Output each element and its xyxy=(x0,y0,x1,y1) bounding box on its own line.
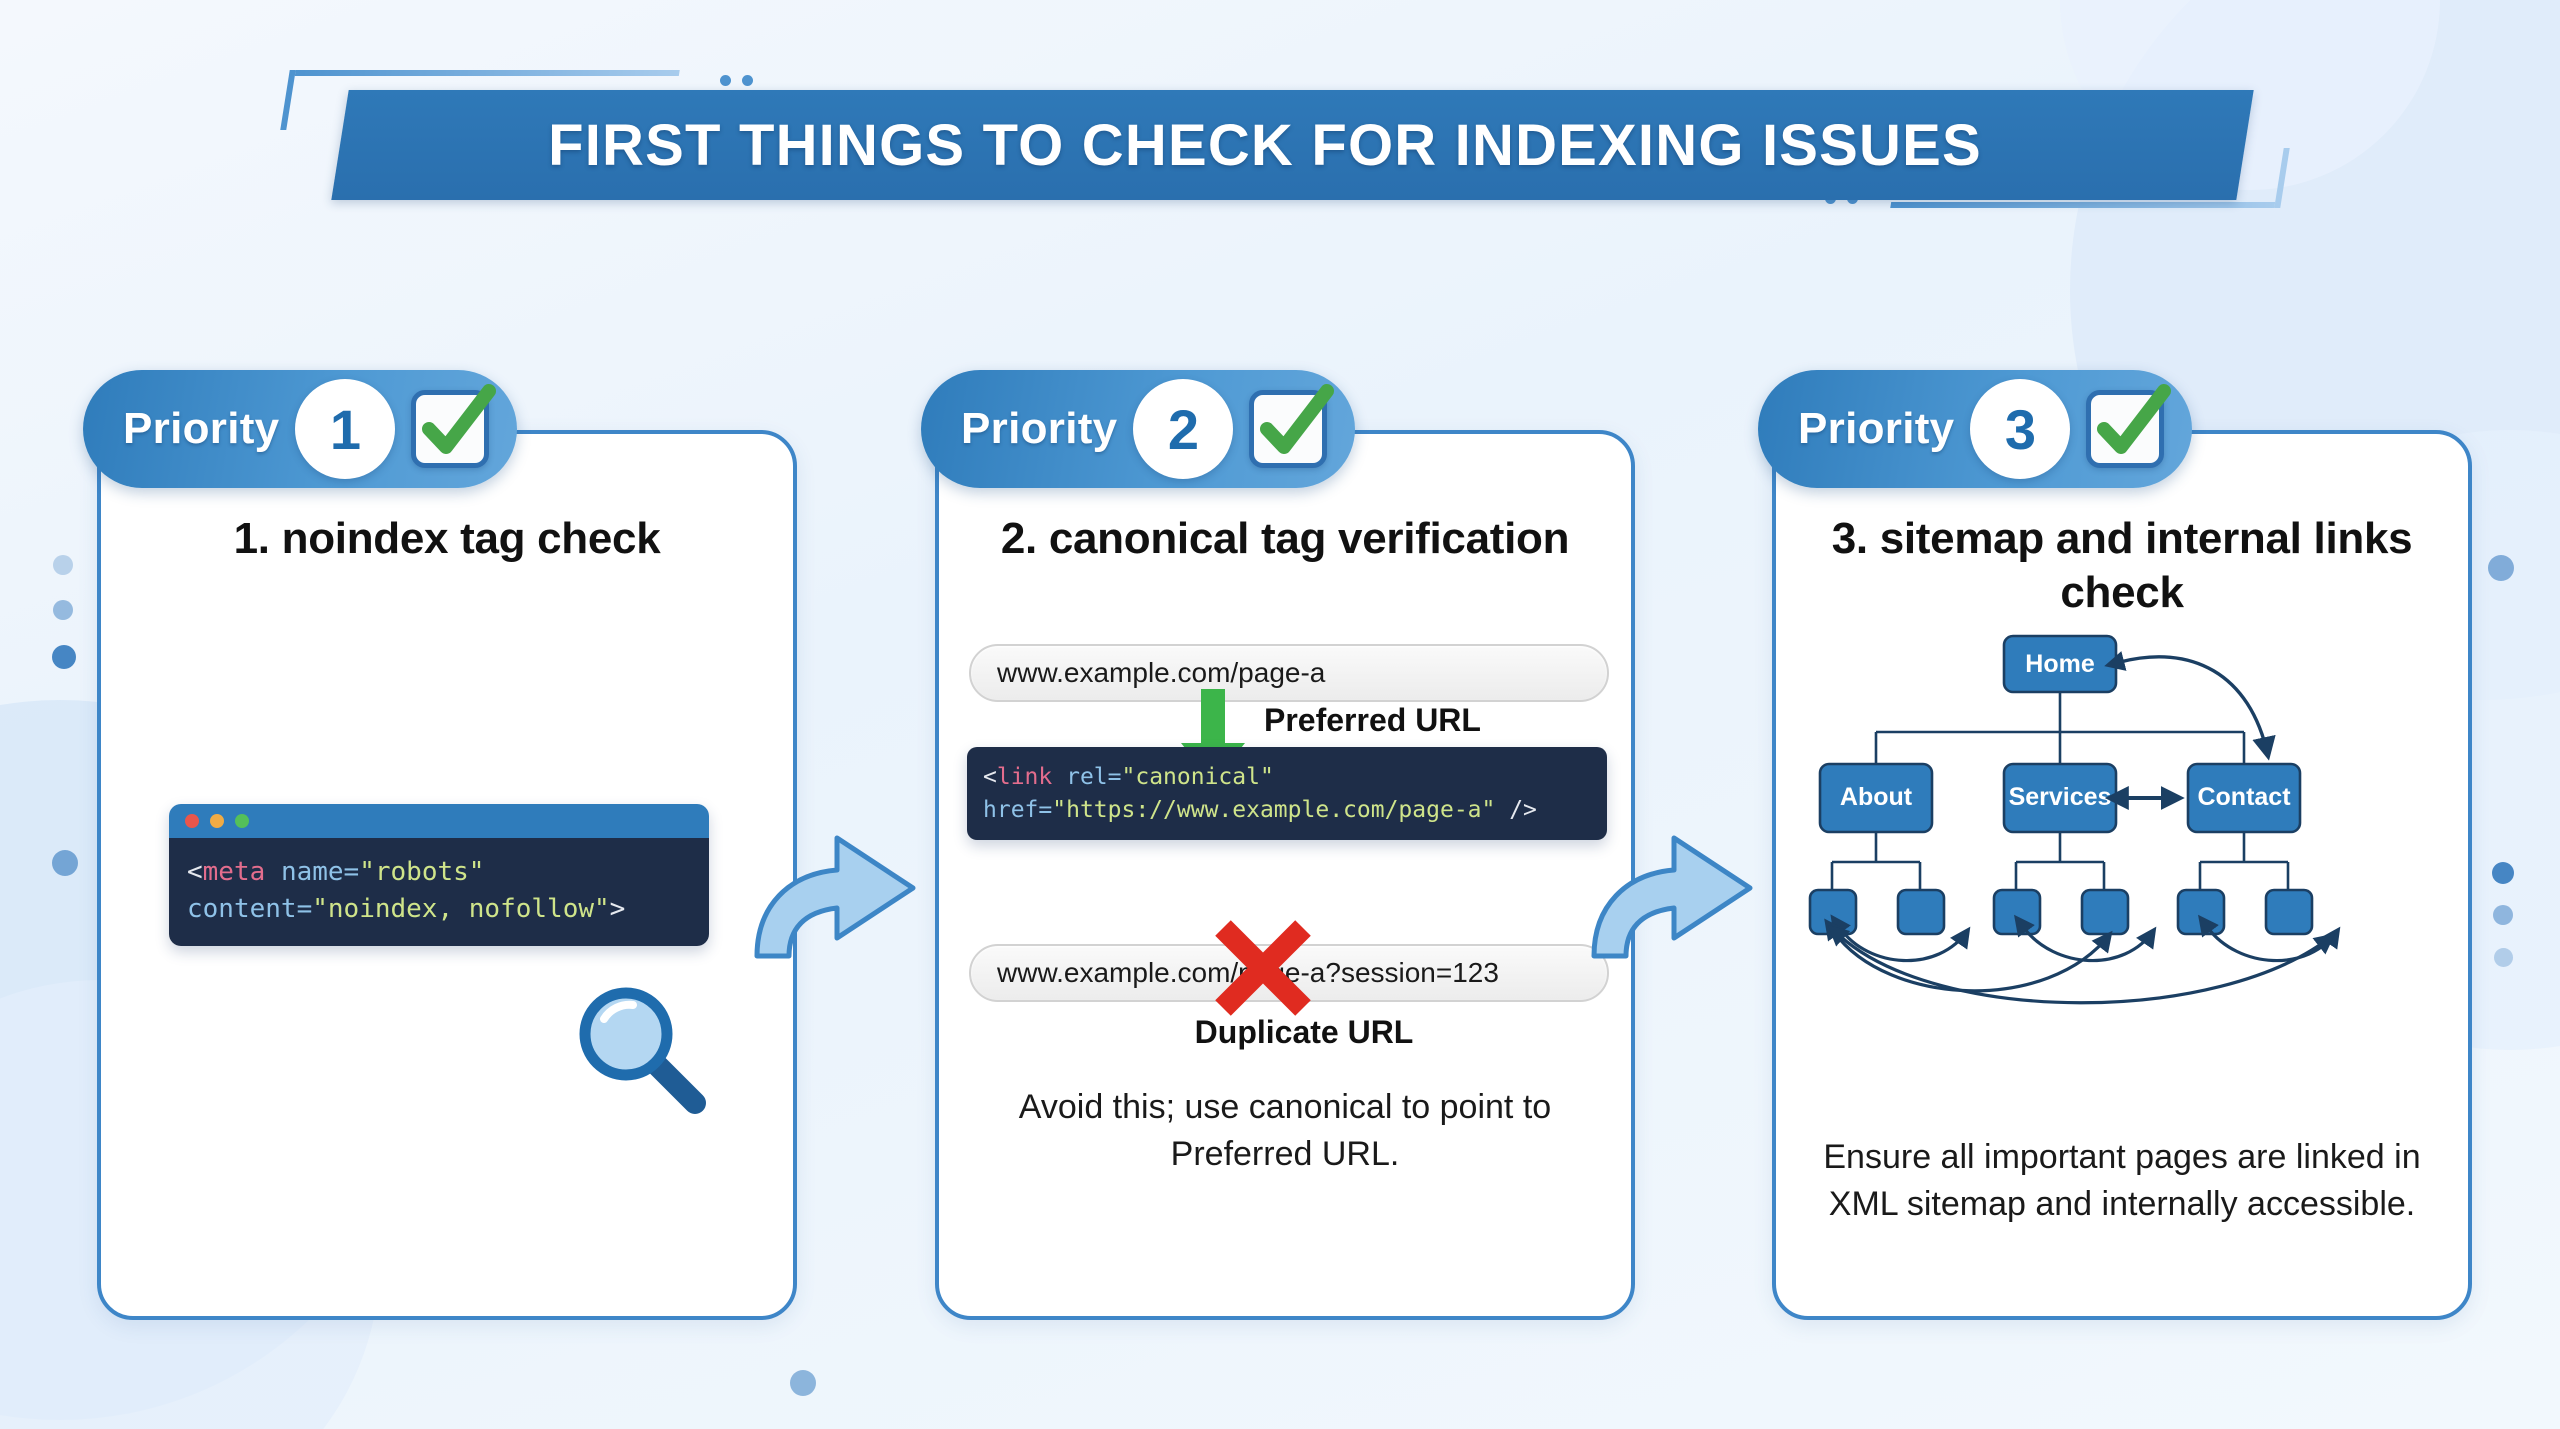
code-line-2: content="noindex, nofollow"> xyxy=(187,891,691,928)
priority-badge-1: Priority 1 xyxy=(83,370,518,488)
duplicate-url-label: Duplicate URL xyxy=(1194,1014,1414,1050)
window-close-dot[interactable] xyxy=(185,814,199,828)
code-attribute: rel= xyxy=(1066,764,1122,790)
priority-number: 1 xyxy=(295,379,396,479)
code-tag-name: meta xyxy=(202,857,266,887)
code-open-bracket: < xyxy=(187,857,203,887)
card-canonical-verification: Priority 2 2. canonical tag verification… xyxy=(921,370,1635,1320)
sitemap-node-contact: Contact xyxy=(2197,783,2291,811)
decor-dot xyxy=(2493,905,2513,925)
sitemap-leaf-links xyxy=(1798,914,2448,1029)
code-value: "robots" xyxy=(359,857,485,887)
code-attribute: href= xyxy=(983,796,1053,823)
code-line-1: <meta name="robots" xyxy=(187,854,691,891)
priority-badge-3: Priority 3 xyxy=(1758,370,2193,488)
header-decor-dot xyxy=(720,75,731,86)
red-x-icon xyxy=(1209,914,1317,1027)
sitemap-link-contact-home xyxy=(2104,651,2276,761)
code-attribute: name= xyxy=(280,857,360,887)
code-tag-name: link xyxy=(996,764,1053,790)
sitemap-node-about: About xyxy=(1840,783,1913,811)
code-open-bracket: < xyxy=(983,764,997,790)
card-noindex-check: Priority 1 1. noindex tag check <meta na… xyxy=(83,370,797,1320)
decor-dot xyxy=(52,850,78,876)
code-window-canonical: <link rel="canonical" href="https://www.… xyxy=(967,747,1607,841)
header-decor-dot xyxy=(742,75,753,86)
decor-dot xyxy=(53,600,73,620)
page-title: FIRST THINGS TO CHECK FOR INDEXING ISSUE… xyxy=(548,112,1982,178)
check-square-icon xyxy=(1249,384,1335,468)
priority-number: 3 xyxy=(1970,379,2071,479)
window-maximize-dot[interactable] xyxy=(235,814,249,828)
code-attribute: content= xyxy=(187,893,313,924)
sitemap-node-home: Home xyxy=(2025,650,2095,678)
code-window-titlebar xyxy=(169,804,709,838)
code-close-tag: /> xyxy=(1495,796,1537,823)
arrow-card2-to-card3 xyxy=(1582,820,1762,970)
preferred-url-field[interactable]: www.example.com/page-a xyxy=(969,644,1609,702)
card-title: 2. canonical tag verification xyxy=(1000,514,1570,563)
priority-number: 2 xyxy=(1133,379,1234,479)
card-sitemap-links-check: Priority 3 3. sitemap and internal links… xyxy=(1758,370,2472,1320)
card-title: 3. sitemap and internal links check xyxy=(1831,514,2413,617)
code-line-1: <link rel="canonical" xyxy=(983,761,1591,794)
priority-label: Priority xyxy=(961,404,1118,453)
code-content: <meta name="robots" content="noindex, no… xyxy=(169,838,709,946)
priority-label: Priority xyxy=(1798,404,1955,453)
check-square-icon xyxy=(2086,384,2172,468)
decor-dot xyxy=(2494,948,2513,967)
code-content: <link rel="canonical" href="https://www.… xyxy=(967,747,1607,841)
code-value: "https://www.example.com/page-a" xyxy=(1052,796,1496,823)
card-note: Avoid this; use canonical to point to Pr… xyxy=(1018,1088,1552,1173)
arrow-card1-to-card2 xyxy=(745,820,925,970)
card-title: 1. noindex tag check xyxy=(233,514,661,563)
decor-dot xyxy=(52,645,76,669)
code-close-bracket: > xyxy=(609,893,626,924)
priority-badge-2: Priority 2 xyxy=(921,370,1356,488)
code-value: "noindex, nofollow" xyxy=(312,893,610,924)
sitemap-diagram: Home About Services Contact xyxy=(1798,614,2448,949)
code-value: "canonical" xyxy=(1121,764,1274,790)
window-minimize-dot[interactable] xyxy=(210,814,224,828)
preferred-url-text: www.example.com/page-a xyxy=(997,657,1326,688)
decor-dot xyxy=(2488,555,2514,581)
check-square-icon xyxy=(411,384,497,468)
priority-label: Priority xyxy=(123,404,280,453)
code-window-noindex: <meta name="robots" content="noindex, no… xyxy=(169,804,709,946)
page-header: FIRST THINGS TO CHECK FOR INDEXING ISSUE… xyxy=(280,62,2290,212)
code-line-2: href="https://www.example.com/page-a" /> xyxy=(983,794,1591,827)
decor-dot xyxy=(790,1370,816,1396)
decor-dot xyxy=(2492,862,2514,884)
magnifier-icon xyxy=(571,979,721,1134)
sitemap-node-services: Services xyxy=(2009,783,2112,811)
card-note: Ensure all important pages are linked in… xyxy=(1823,1138,2421,1223)
preferred-url-label: Preferred URL xyxy=(1264,702,1481,738)
decor-dot xyxy=(53,555,73,575)
